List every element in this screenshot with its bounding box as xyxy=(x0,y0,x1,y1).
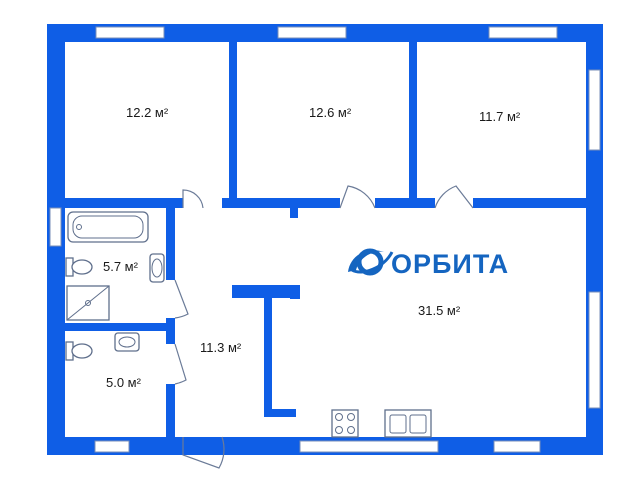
window-right-1 xyxy=(588,69,601,151)
door-toilet xyxy=(174,343,187,385)
window-top-2 xyxy=(277,26,347,39)
window-right-2 xyxy=(588,291,601,409)
window-bottom-2 xyxy=(299,440,439,453)
window-top-1 xyxy=(95,26,165,39)
window-left-1 xyxy=(49,207,62,247)
area-living-kitchen: 31.5 м² xyxy=(418,303,461,318)
area-bedroom-1: 12.2 м² xyxy=(126,105,169,120)
door-bedroom-1 xyxy=(182,189,204,209)
area-bathroom: 5.7 м² xyxy=(103,259,139,274)
window-bottom-1 xyxy=(94,440,130,453)
toilet-1 xyxy=(65,257,93,277)
doors xyxy=(174,185,474,469)
sink-1 xyxy=(149,253,165,283)
area-hallway: 11.3 м² xyxy=(200,340,242,355)
windows xyxy=(49,26,601,453)
shower xyxy=(66,285,110,321)
sink-2 xyxy=(114,332,140,352)
window-bottom-3 xyxy=(493,440,541,453)
area-bedroom-3: 11.7 м² xyxy=(479,109,521,124)
brand-name: ОРБИТА xyxy=(391,249,509,279)
stove xyxy=(331,409,359,438)
area-bedroom-2: 12.6 м² xyxy=(309,105,352,120)
kitchen-sink xyxy=(384,409,432,438)
door-bedroom-2 xyxy=(339,185,376,209)
door-bedroom-3 xyxy=(434,185,474,209)
interior-walls xyxy=(65,42,586,437)
door-entrance xyxy=(182,436,225,469)
area-toilet: 5.0 м² xyxy=(106,375,142,390)
door-bathroom xyxy=(174,279,189,319)
window-top-3 xyxy=(488,26,558,39)
orbit-logo-icon xyxy=(348,248,394,276)
toilet-2 xyxy=(65,341,93,361)
bathtub xyxy=(67,211,149,243)
